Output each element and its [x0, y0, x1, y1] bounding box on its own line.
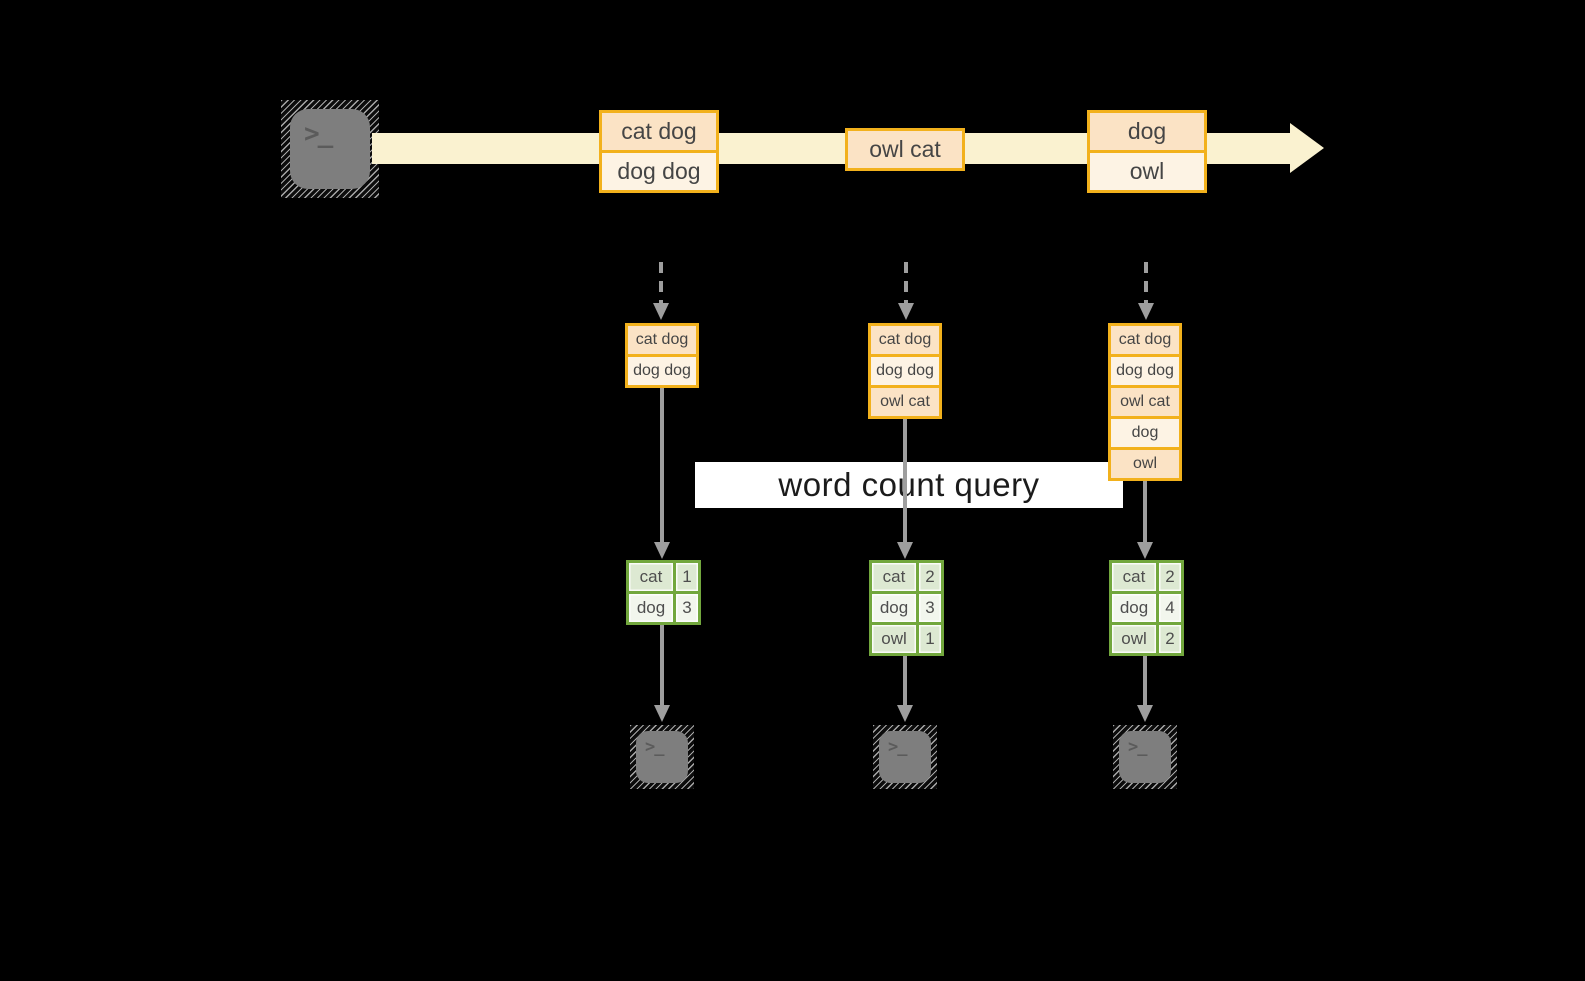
terminal-prompt-glyph: >_	[888, 737, 908, 757]
terminal-prompt-glyph: >_	[645, 737, 665, 757]
down-arrow-head-icon	[654, 542, 670, 559]
buffered-message: dog dog	[628, 357, 696, 385]
down-arrow-head-icon	[1137, 542, 1153, 559]
terminal-screen: >_	[636, 731, 688, 783]
buffered-message: owl cat	[1111, 388, 1179, 416]
down-arrow-head-icon	[897, 705, 913, 722]
down-arrow-head-icon	[653, 303, 669, 320]
terminal-icon: >_	[630, 725, 694, 789]
count-value-cell: 1	[919, 625, 941, 653]
buffered-message: dog	[1111, 419, 1179, 447]
stream-message: dog dog	[602, 153, 716, 190]
buffer-box: cat dog dog dog	[625, 323, 699, 388]
stream-message: dog	[1090, 113, 1204, 150]
count-word-cell: cat	[629, 563, 673, 591]
terminal-icon: >_	[873, 725, 937, 789]
terminal-screen: >_	[1119, 731, 1171, 783]
connector-line	[1143, 654, 1147, 707]
dashed-down-arrow	[904, 262, 908, 305]
buffered-message: cat dog	[628, 326, 696, 354]
down-arrow-head-icon	[1138, 303, 1154, 320]
count-value-cell: 3	[919, 594, 941, 622]
stream-message: owl cat	[848, 131, 962, 168]
count-word-cell: owl	[1112, 625, 1156, 653]
count-value-cell: 2	[1159, 563, 1181, 591]
terminal-screen: >_	[290, 109, 370, 189]
down-arrow-head-icon	[898, 303, 914, 320]
terminal-prompt-glyph: >_	[304, 119, 333, 149]
terminal-icon: >_	[1113, 725, 1177, 789]
terminal-screen: >_	[879, 731, 931, 783]
count-value-cell: 2	[919, 563, 941, 591]
dashed-down-arrow	[659, 262, 663, 305]
count-value-cell: 1	[676, 563, 698, 591]
count-word-cell: dog	[872, 594, 916, 622]
connector-line	[903, 654, 907, 707]
count-word-cell: dog	[629, 594, 673, 622]
dashed-down-arrow	[1144, 262, 1148, 305]
down-arrow-head-icon	[897, 542, 913, 559]
stream-message-box: owl cat	[845, 128, 965, 171]
buffered-message: cat dog	[1111, 326, 1179, 354]
count-word-cell: owl	[872, 625, 916, 653]
connector-line	[660, 386, 664, 542]
count-value-cell: 4	[1159, 594, 1181, 622]
count-word-cell: cat	[872, 563, 916, 591]
buffer-box: cat dog dog dog owl cat	[868, 323, 942, 419]
stream-arrow-head-icon	[1290, 123, 1324, 173]
buffered-message: owl cat	[871, 388, 939, 416]
down-arrow-head-icon	[1137, 705, 1153, 722]
count-word-cell: dog	[1112, 594, 1156, 622]
stream-message: owl	[1090, 153, 1204, 190]
down-arrow-head-icon	[654, 705, 670, 722]
buffered-message: cat dog	[871, 326, 939, 354]
connector-line	[1143, 479, 1147, 542]
buffered-message: dog dog	[871, 357, 939, 385]
terminal-prompt-glyph: >_	[1128, 737, 1148, 757]
word-count-query-banner: word count query	[695, 462, 1123, 508]
buffer-box: cat dog dog dog owl cat dog owl	[1108, 323, 1182, 481]
connector-line	[903, 417, 907, 542]
count-value-cell: 2	[1159, 625, 1181, 653]
buffered-message: dog dog	[1111, 357, 1179, 385]
stream-message: cat dog	[602, 113, 716, 150]
connector-line	[660, 623, 664, 707]
count-value-cell: 3	[676, 594, 698, 622]
count-word-cell: cat	[1112, 563, 1156, 591]
buffered-message: owl	[1111, 450, 1179, 478]
terminal-icon: >_	[281, 100, 379, 198]
